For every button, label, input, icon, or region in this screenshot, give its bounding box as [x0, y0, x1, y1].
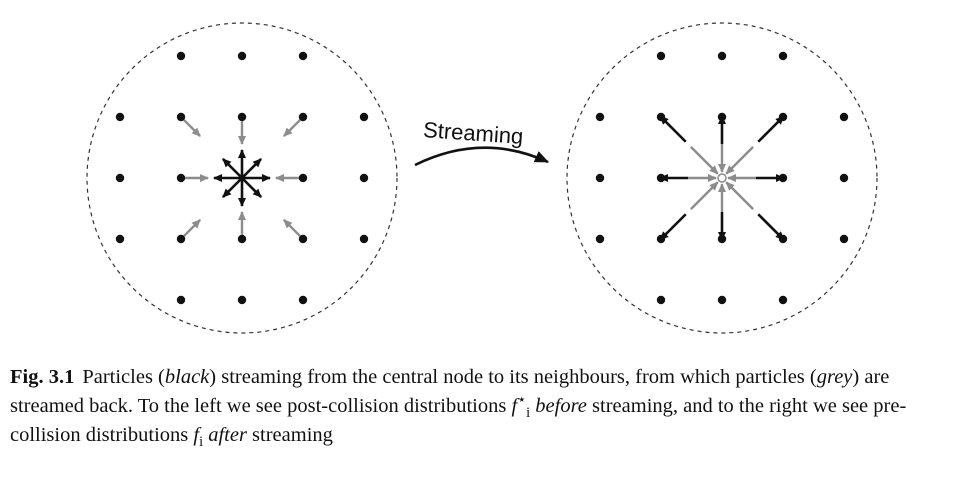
lattice-node: [298, 51, 308, 61]
lattice-node: [595, 112, 605, 122]
figure-label: Fig. 3.1: [10, 366, 75, 388]
lattice-node: [237, 234, 247, 244]
lattice-node: [717, 51, 727, 61]
lattice-node: [656, 295, 666, 305]
lattice-node: [778, 295, 788, 305]
lattice-node: [595, 234, 605, 244]
lattice-node: [359, 112, 369, 122]
right-lattice-after-streaming: [566, 22, 878, 334]
lattice-node: [656, 51, 666, 61]
streaming-arrow: Streaming: [414, 117, 549, 167]
lattice-node: [176, 173, 186, 183]
lattice-node: [298, 173, 308, 183]
lattice-node: [717, 295, 727, 305]
lattice-node: [778, 51, 788, 61]
lattice-node: [176, 51, 186, 61]
grey-particle-arrow: [283, 118, 302, 137]
central-node: [238, 174, 246, 182]
central-node: [717, 173, 727, 183]
lattice-node: [176, 234, 186, 244]
black-particle-arrow: [659, 115, 687, 143]
boundary-circle: [86, 22, 398, 334]
black-particle-arrow: [241, 177, 263, 199]
streaming-diagram: Streaming: [86, 22, 878, 334]
black-particle-arrow: [221, 177, 243, 199]
caption-black: black: [164, 366, 210, 388]
lattice-node: [237, 295, 247, 305]
black-particle-arrow: [659, 213, 687, 241]
lattice-node: [298, 234, 308, 244]
boundary-circle: [566, 22, 878, 334]
lattice-node: [839, 234, 849, 244]
lattice-node: [839, 173, 849, 183]
black-particle-arrow: [241, 157, 263, 179]
grey-particle-arrow: [725, 146, 754, 175]
lattice-node: [237, 51, 247, 61]
lattice-node: [237, 112, 247, 122]
grey-particle-arrow: [690, 181, 719, 210]
left-lattice-before-streaming: [86, 22, 398, 334]
black-particle-arrow: [221, 157, 243, 179]
lattice-node: [115, 234, 125, 244]
black-particle-arrow: [757, 115, 785, 143]
grey-particle-arrow: [283, 219, 302, 238]
lattice-node: [839, 112, 849, 122]
grey-particle-arrow: [725, 181, 754, 210]
f-symbol: f: [193, 424, 200, 446]
grey-particle-arrow: [182, 118, 201, 137]
lattice-node: [298, 112, 308, 122]
lattice-node: [359, 173, 369, 183]
streaming-label: Streaming: [422, 117, 524, 149]
f-star-symbol: f: [511, 395, 518, 417]
streaming-curved-arrow: [414, 146, 549, 167]
grey-particle-arrow: [182, 219, 201, 238]
lattice-node: [176, 112, 186, 122]
lattice-node: [115, 112, 125, 122]
lattice-node: [595, 173, 605, 183]
grey-particle-arrow: [690, 146, 719, 175]
lattice-node: [359, 234, 369, 244]
black-particle-arrow: [757, 213, 785, 241]
lattice-node: [298, 295, 308, 305]
lattice-node: [115, 173, 125, 183]
lattice-node: [176, 295, 186, 305]
caption-grey: grey: [816, 366, 853, 388]
